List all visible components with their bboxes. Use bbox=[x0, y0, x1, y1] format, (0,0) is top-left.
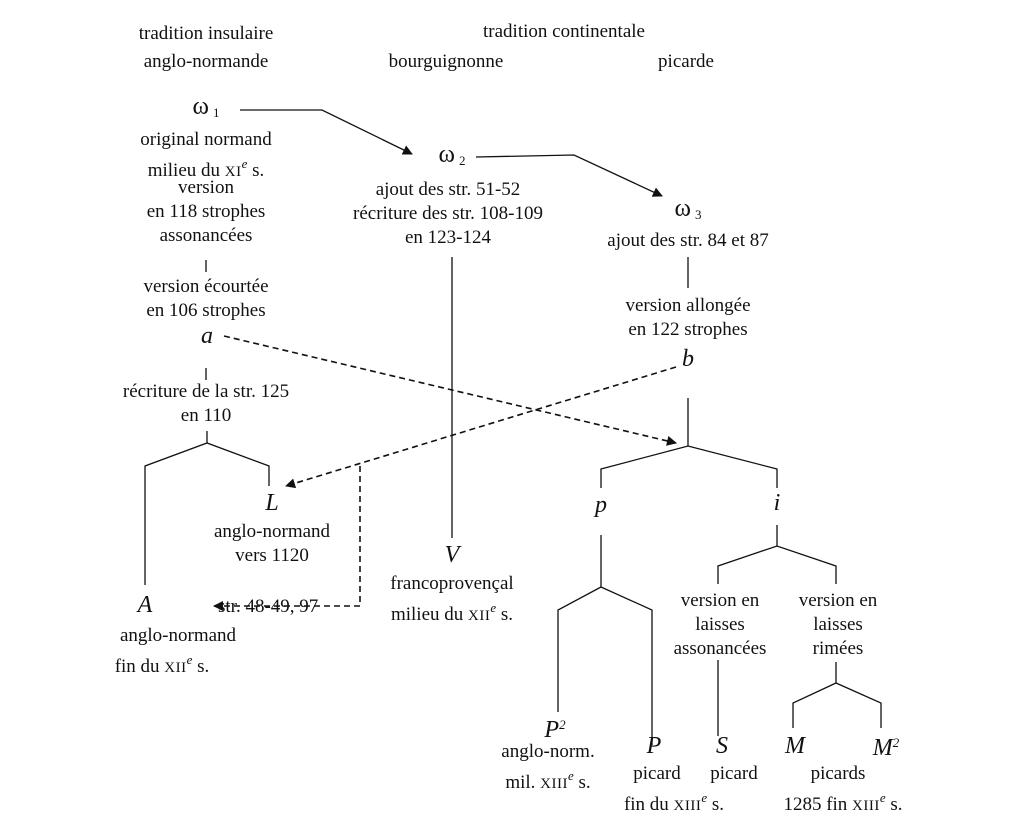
omega1-line-2: milieu du XIe s. bbox=[147, 156, 265, 181]
L-line-1: anglo-normand bbox=[213, 521, 331, 542]
rim-line-1: version en bbox=[798, 590, 878, 611]
arrow-omega1-omega2 bbox=[240, 109, 413, 155]
M-group-line-2: 1285 fin XIIIe s. bbox=[783, 790, 903, 815]
V-line-1: francoprovençal bbox=[390, 573, 514, 594]
dashed-to-A bbox=[213, 466, 361, 611]
header-insulaire: tradition insulaire bbox=[138, 23, 274, 44]
dashed-b-to-L bbox=[285, 366, 677, 489]
rim-line-2: laisses bbox=[813, 614, 863, 635]
ass-line-3: assonancées bbox=[673, 638, 767, 659]
sigil-i: i bbox=[773, 490, 781, 516]
branch-M-M2 bbox=[792, 682, 882, 728]
P2-line-2: mil. XIIIe s. bbox=[505, 768, 591, 793]
branch-ass-rim bbox=[717, 545, 837, 584]
a-desc-2: en 106 strophes bbox=[146, 300, 266, 321]
arrow-omega2-omega3 bbox=[475, 154, 663, 197]
A-line-2: fin du XIIe s. bbox=[114, 652, 210, 677]
L-line-2: vers 1120 bbox=[235, 545, 309, 566]
sigil-M: M bbox=[785, 733, 805, 759]
a-desc-1: version écourtée bbox=[143, 276, 269, 297]
sigil-p: p bbox=[595, 492, 607, 518]
header-bourguignonne: bourguignonne bbox=[388, 51, 504, 72]
sigil-P2: P2 bbox=[544, 717, 566, 743]
V-line-2: milieu du XIIe s. bbox=[390, 600, 514, 625]
sigil-P: P bbox=[646, 733, 662, 759]
sigil-V: V bbox=[444, 542, 460, 568]
sigil-b: b bbox=[682, 346, 694, 372]
sigil-S: S bbox=[716, 733, 728, 759]
omega3-line-1: ajout des str. 84 et 87 bbox=[607, 230, 769, 251]
omega1-line-1: original normand bbox=[140, 129, 272, 150]
sigil-a: a bbox=[201, 323, 213, 349]
branch-P2-P bbox=[557, 586, 653, 745]
branch-p-i bbox=[600, 445, 778, 488]
rim-line-3: rimées bbox=[812, 638, 864, 659]
omega2-line-2: récriture des str. 108-109 bbox=[353, 203, 543, 224]
A-line-1: anglo-normand bbox=[119, 625, 237, 646]
dashed-a-to-split bbox=[223, 335, 677, 446]
sigil-L: L bbox=[265, 490, 279, 516]
omega2-line-3: en 123-124 bbox=[404, 227, 492, 248]
omega1-line-4: en 118 strophes bbox=[146, 201, 266, 222]
sigil-A: A bbox=[137, 592, 153, 618]
omega2-line-1: ajout des str. 51-52 bbox=[375, 179, 521, 200]
header-anglo-normande: anglo-normande bbox=[143, 51, 269, 72]
omega1-line-5: assonancées bbox=[159, 225, 253, 246]
b-desc-2: en 122 strophes bbox=[628, 319, 748, 340]
header-continentale: tradition continentale bbox=[483, 21, 645, 42]
P2-line-1: anglo-norm. bbox=[501, 741, 595, 762]
A-note: str. 48-49, 97 bbox=[218, 596, 319, 617]
M-group-line-1: picards bbox=[810, 763, 866, 784]
P-line-1: picard bbox=[633, 763, 681, 784]
b-desc-1: version allongée bbox=[625, 295, 751, 316]
ass-line-1: version en bbox=[680, 590, 760, 611]
a-rewrite-2: en 110 bbox=[180, 405, 232, 426]
omega1-line-3: version bbox=[178, 177, 234, 198]
a-rewrite-1: récriture de la str. 125 bbox=[122, 381, 290, 402]
S-line-1: picard bbox=[710, 763, 758, 784]
header-picarde: picarde bbox=[658, 51, 714, 72]
P-line-2: fin du XIIIe s. bbox=[623, 790, 725, 815]
sigil-M2: M2 bbox=[872, 735, 900, 761]
ass-line-2: laisses bbox=[695, 614, 745, 635]
